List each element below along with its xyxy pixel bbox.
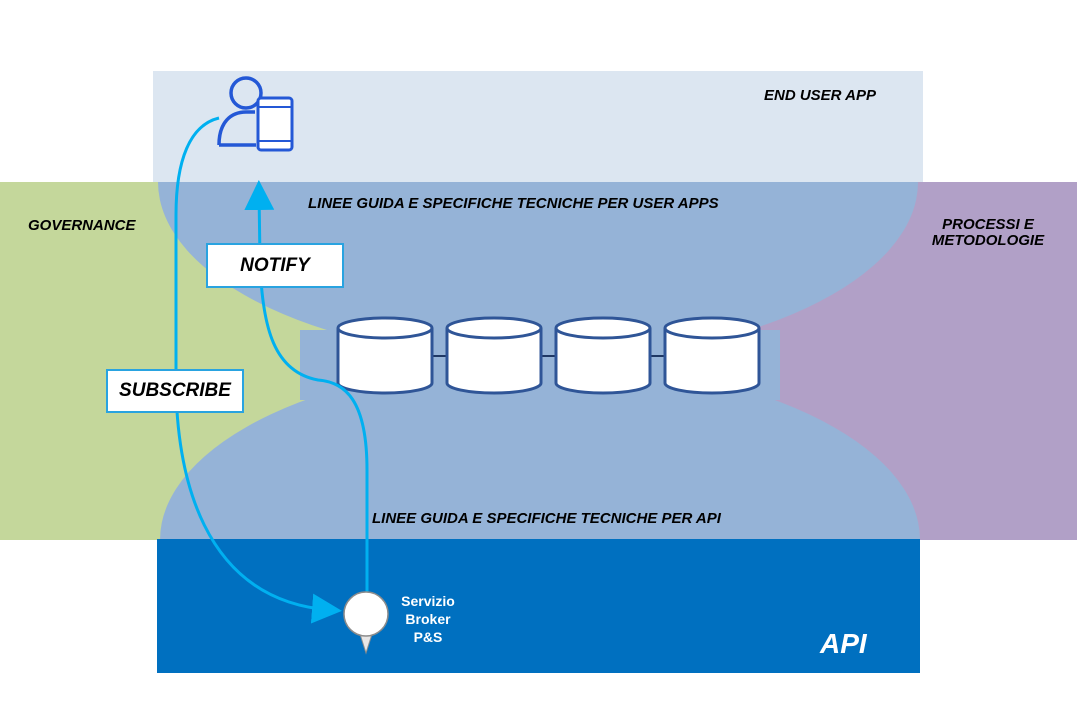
database-icon (336, 316, 434, 395)
database-icon (554, 316, 652, 395)
broker-label-line: Servizio (401, 593, 455, 609)
user-apps-guidelines-lens (158, 182, 918, 360)
processi-label: PROCESSI E METODOLOGIE (931, 216, 1045, 249)
database-icon (445, 316, 543, 395)
user-apps-guidelines-label: LINEE GUIDA E SPECIFICHE TECNICHE PER US… (308, 195, 719, 212)
end-user-app-label: END USER APP (764, 87, 876, 104)
subscribe-box: SUBSCRIBE (106, 369, 244, 413)
api-guidelines-label: LINEE GUIDA E SPECIFICHE TECNICHE PER AP… (372, 510, 721, 527)
api-band (157, 539, 920, 673)
database-icon (663, 316, 761, 395)
broker-label-line: P&S (413, 629, 443, 645)
api-label: API (820, 628, 867, 659)
database-row (336, 316, 761, 395)
broker-label: Servizio Broker P&S (388, 592, 468, 646)
notify-box: NOTIFY (206, 243, 344, 288)
notify-arrow (244, 180, 369, 592)
api-guidelines-lens (160, 362, 920, 540)
governance-label: GOVERNANCE (28, 217, 136, 234)
broker-label-line: Broker (405, 611, 451, 627)
map-pin-icon (343, 591, 389, 655)
user-mobile-icon (217, 76, 294, 152)
